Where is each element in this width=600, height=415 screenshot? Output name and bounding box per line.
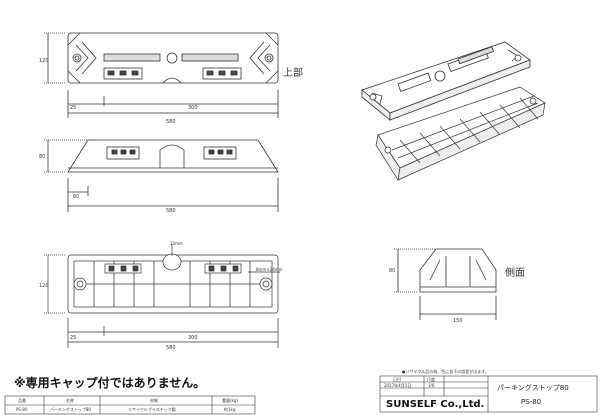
title-company: SUNSELF Co.,Ltd.	[386, 399, 484, 410]
spec-header-code: 品番	[18, 397, 26, 403]
spec-value-material: リサイクルプラスチック製	[128, 406, 176, 412]
side-view-outline	[419, 248, 497, 293]
top-total-dim: 580	[166, 119, 176, 125]
title-product-name: パーキングストップ80	[497, 383, 569, 392]
title-scale-label: 尺度	[427, 376, 435, 382]
bottom-inner-dim: 300	[188, 335, 198, 341]
top-inner-dim: 300	[188, 105, 198, 111]
title-date-label: 日付	[393, 376, 401, 382]
spec-value-name: パーキングストップ80	[50, 406, 91, 412]
recycle-note: ●リサイクル品の為、色に若干の誤差が出ます。	[402, 368, 489, 374]
side-view-label: 側面	[505, 266, 525, 279]
front-offset-dim: 60	[73, 194, 79, 200]
bottom-view	[44, 244, 280, 348]
spec-table	[4, 395, 256, 415]
title-product-code: PS-80	[521, 398, 541, 406]
side-width-dim: 150	[453, 318, 463, 324]
notice-text: ※専用キャップ付ではありません。	[14, 375, 205, 390]
left-hole	[72, 53, 82, 63]
bottom-height-dim: 120	[39, 283, 49, 289]
top-view-label: 上部	[283, 66, 303, 79]
front-view	[44, 139, 279, 212]
front-view-outline	[67, 139, 279, 173]
spec-header-material: 材質	[150, 397, 158, 403]
side-view	[394, 248, 497, 320]
title-block	[379, 375, 598, 413]
top-view	[44, 32, 279, 118]
front-total-dim: 580	[166, 208, 176, 214]
spec-value-code: PS-80	[16, 407, 28, 412]
top-height-dim: 120	[39, 58, 49, 64]
bottom-slot-dim: 8mm×24mm	[256, 267, 283, 272]
bottom-offset-dim: 25	[70, 335, 76, 341]
spec-value-weight: 約1kg	[224, 406, 236, 412]
bottom-hole-dim: 10mm	[170, 241, 183, 246]
spec-header-weight: 重量(kg)	[222, 397, 238, 403]
top-view-outline	[67, 32, 279, 84]
spec-header-name: 名称	[66, 397, 74, 403]
title-date-value: 2017年4月1日	[384, 382, 411, 388]
right-hole	[264, 53, 274, 63]
top-offset-dim: 25	[70, 105, 76, 111]
title-scale-value: 1/6	[428, 383, 435, 388]
center-hole	[166, 52, 178, 64]
isometric-top-view	[361, 41, 531, 121]
front-height-dim: 80	[39, 154, 45, 160]
bottom-total-dim: 580	[166, 345, 176, 351]
isometric-bottom-view	[375, 86, 546, 181]
side-height-dim: 80	[389, 268, 395, 274]
